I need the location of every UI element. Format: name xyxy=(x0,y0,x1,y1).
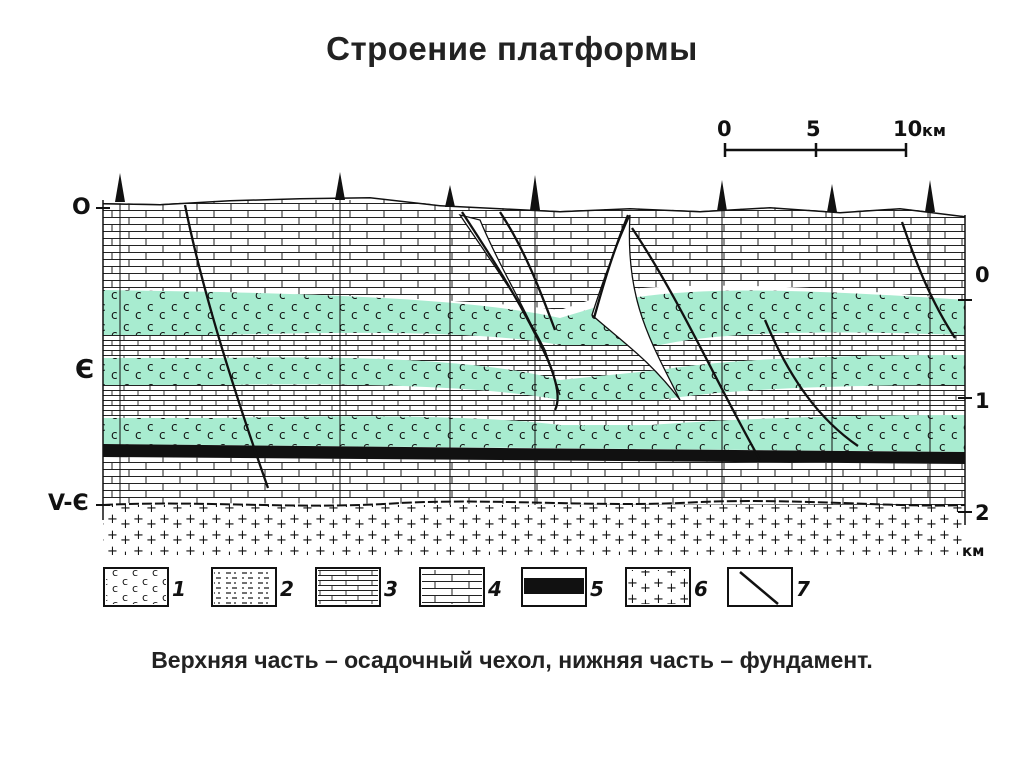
fault-4 xyxy=(592,214,630,319)
svg-text:7: 7 xyxy=(796,577,810,601)
green-band-upper xyxy=(103,290,965,345)
fault-3 xyxy=(499,211,557,331)
depth-label-0: 0 xyxy=(975,263,990,287)
svg-text:5: 5 xyxy=(590,577,604,601)
well-6 xyxy=(827,184,837,212)
legend-item-7: 7 xyxy=(727,567,810,607)
legend: 1 2 3 4 5 6 7 xyxy=(103,567,810,607)
legend-item-3: 3 xyxy=(315,567,398,607)
legend-item-5: 5 xyxy=(521,567,604,607)
right-depth-axis: 0 1 2 км xyxy=(958,215,990,560)
legend-item-4: 4 xyxy=(419,567,502,607)
depth-label-1: 1 xyxy=(975,389,990,413)
basement xyxy=(103,505,965,555)
fault-1 xyxy=(183,204,270,489)
svg-text:4: 4 xyxy=(487,577,502,601)
svg-text:6: 6 xyxy=(694,577,708,601)
well-2 xyxy=(335,172,345,200)
cross-section-body xyxy=(103,197,965,512)
well-3 xyxy=(445,185,455,207)
svg-text:3: 3 xyxy=(384,577,398,601)
fault-2 xyxy=(461,211,559,411)
well-7 xyxy=(925,180,935,212)
left-label-cambrian: Є xyxy=(75,355,94,385)
well-markers xyxy=(115,172,935,212)
legend-item-1: 1 xyxy=(103,567,186,607)
svg-text:2: 2 xyxy=(280,577,294,601)
scale-tick-10: 10 xyxy=(893,117,922,141)
left-label-o: O xyxy=(72,195,91,220)
well-4 xyxy=(530,175,540,210)
well-5 xyxy=(717,180,727,211)
fault-6 xyxy=(763,319,859,447)
caption: Верхняя часть – осадочный чехол, нижняя … xyxy=(151,647,873,673)
legend-item-2: 2 xyxy=(211,567,294,607)
legend-item-6: 6 xyxy=(625,567,708,607)
depth-unit: км xyxy=(962,542,984,560)
scale-tick-0: 0 xyxy=(717,117,732,141)
green-band-middle xyxy=(103,355,965,400)
left-label-v-cambrian: V-Є xyxy=(48,491,89,516)
fault-7 xyxy=(900,221,956,339)
left-axis: O Є V-Є xyxy=(48,195,110,520)
svg-text:1: 1 xyxy=(172,577,186,601)
faults xyxy=(183,204,956,489)
depth-label-2: 2 xyxy=(975,501,990,525)
black-marker-bed xyxy=(103,444,965,464)
page-title: Строение платформы xyxy=(326,30,698,67)
fault-5 xyxy=(631,227,762,461)
scale-unit: км xyxy=(922,121,946,140)
scale-bar: 0 5 10 км xyxy=(717,117,946,157)
well-1 xyxy=(115,173,125,202)
scale-tick-5: 5 xyxy=(806,117,821,141)
